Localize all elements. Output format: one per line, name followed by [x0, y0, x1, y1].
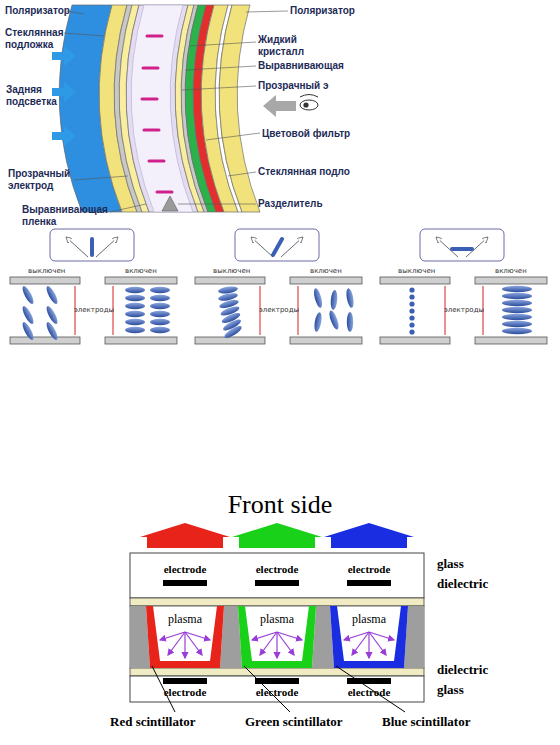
lcd-stack	[59, 5, 260, 212]
electrode-label: electrode	[155, 686, 215, 699]
electrode-label: электроды	[259, 306, 299, 315]
state-label: выключен	[398, 267, 435, 276]
leader-lines	[64, 11, 288, 212]
part-label: Стеклянная подложка	[5, 27, 75, 51]
electrode-label: электроды	[74, 306, 114, 315]
state-label: выключен	[28, 267, 65, 276]
plasma-cell: plasma	[334, 606, 404, 668]
part-label: Жидкий кристалл	[258, 34, 316, 58]
plasma-panel	[130, 553, 424, 712]
diagram-title: Front side	[0, 490, 560, 520]
part-label: Задняя подсветка	[6, 84, 64, 108]
state-label: включен	[495, 267, 527, 276]
lc-mode-panels	[10, 229, 547, 344]
cell-text: plasma	[242, 612, 312, 626]
scintillator-label: Blue scintillator	[382, 714, 470, 729]
scintillator-label: Red scintillator	[110, 714, 196, 729]
part-label: Разделитель	[258, 198, 323, 210]
electrode-label: electrode	[339, 686, 399, 699]
electrode-label: electrode	[247, 686, 307, 699]
electrode-label: electrode	[155, 563, 215, 576]
electrode-label: electrode	[247, 563, 307, 576]
electrode-label: электроды	[444, 306, 484, 315]
state-label: выключен	[213, 267, 250, 276]
part-label: Цветовой фильтр	[262, 128, 350, 140]
part-label: Выравнивающая	[258, 60, 344, 72]
scintillator-label: Green scintillator	[245, 714, 343, 729]
state-label: включен	[125, 267, 157, 276]
part-label: Прозрачный электрод	[8, 168, 80, 192]
part-label: Поляризатор	[290, 5, 355, 17]
part-label: Стеклянная подло	[258, 166, 350, 178]
state-label: включен	[310, 267, 342, 276]
plasma-cell: plasma	[242, 606, 312, 668]
layer-label: glass	[437, 682, 464, 697]
eye-symbol	[300, 95, 318, 111]
part-label: Выравнивающая пленка	[22, 204, 112, 228]
part-label: Прозрачный э	[258, 80, 329, 92]
view-arrow	[263, 95, 296, 117]
layer-label: glass	[437, 556, 464, 571]
plasma-cell: plasma	[150, 606, 220, 668]
part-label: Поляризатор	[5, 5, 70, 17]
cell-text: plasma	[150, 612, 220, 626]
lc-molecules	[20, 285, 532, 342]
light-arrows	[140, 523, 414, 548]
layer-label: dielectric	[437, 662, 488, 677]
electrode-label: electrode	[339, 563, 399, 576]
cell-text: plasma	[334, 612, 404, 626]
view-icons	[50, 229, 504, 261]
layer-label: dielectric	[437, 576, 488, 591]
